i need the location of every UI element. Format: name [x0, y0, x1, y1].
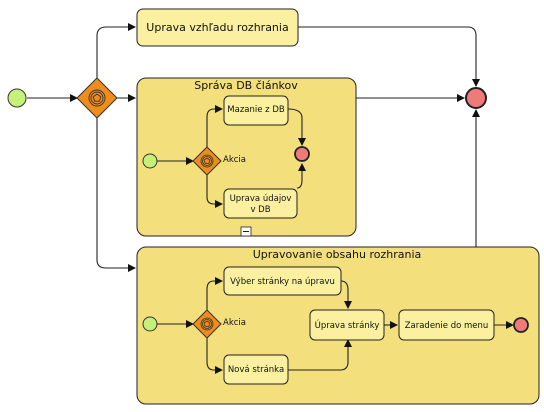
db-start-event[interactable] [142, 153, 158, 169]
task-delete-from-db[interactable] [223, 95, 289, 126]
flow-gateway-to-update-look [96, 23, 136, 78]
flow-page-select-to-page-update [340, 280, 352, 309]
collapse-marker-icon[interactable] [240, 226, 252, 237]
subprocess-content-update-title: Upravovanie obsahu rozhrania [253, 248, 422, 261]
end-event[interactable] [465, 87, 487, 109]
start-event[interactable] [7, 88, 27, 108]
flow-update-look-to-end [298, 26, 480, 87]
task-update-look[interactable] [136, 8, 299, 47]
task-new-page-label: Nová stránka [228, 365, 284, 375]
content-end-event[interactable] [513, 317, 529, 333]
task-update-data-label-line1: Uprava údajov [230, 194, 292, 204]
content-action-gateway[interactable] [192, 309, 222, 339]
task-page-update[interactable] [309, 309, 385, 341]
task-page-select-label: Výber stránky na úpravu [230, 277, 335, 287]
exclusive-gateway-main[interactable] [76, 77, 118, 119]
pentagon-icon [92, 93, 102, 102]
flow-new-page-to-page-update [288, 339, 352, 371]
db-action-gateway[interactable] [192, 146, 222, 176]
flow-content-gateway-to-new-page [206, 338, 223, 374]
flow-db-gateway-to-update-data [206, 175, 223, 208]
task-add-to-menu-label: Zaradenie do menu [405, 321, 489, 331]
flow-content-gateway-to-page-select [206, 277, 223, 310]
flow-gateway-to-content-update [96, 118, 136, 272]
task-add-to-menu[interactable] [398, 309, 495, 341]
task-delete-from-db-label: Mazanie z DB [227, 105, 285, 115]
flow-db-gateway-to-delete [206, 105, 223, 147]
task-update-data-label-line2: v DB [250, 205, 270, 215]
task-update-data[interactable] [223, 188, 298, 219]
task-page-select[interactable] [223, 266, 342, 296]
pentagon-icon [203, 157, 211, 164]
db-gateway-label: Akcia [223, 155, 246, 165]
task-update-look-label: Uprava vzhľadu rozhrania [146, 21, 288, 34]
content-gateway-label: Akcia [223, 318, 246, 328]
task-new-page[interactable] [223, 354, 289, 385]
content-start-event[interactable] [142, 316, 158, 332]
db-end-event[interactable] [294, 146, 310, 162]
pentagon-icon [203, 320, 211, 327]
subprocess-db-articles-title: Správa DB článkov [194, 79, 298, 92]
task-page-update-label: Úprava stránky [315, 319, 380, 331]
flow-update-data-to-db-end [296, 163, 306, 189]
flow-delete-to-db-end [287, 108, 306, 146]
